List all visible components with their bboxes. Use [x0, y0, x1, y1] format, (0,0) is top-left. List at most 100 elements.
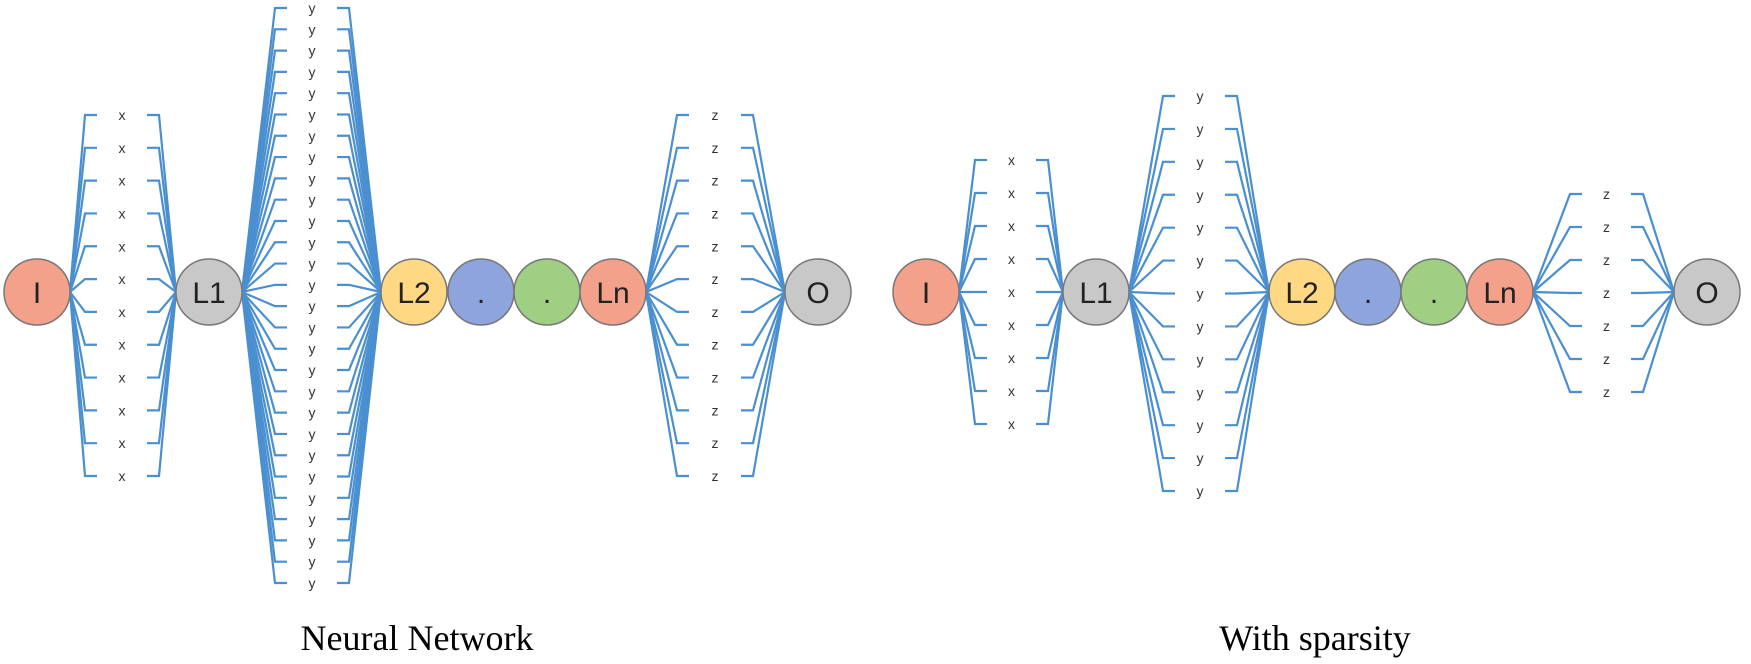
edge-1-0-in-1 [957, 191, 987, 293]
edge-1-2-in-3 [1532, 290, 1582, 295]
edge-0-2-out-8 [741, 291, 787, 379]
unit-label-x: x [1008, 218, 1015, 234]
edge-0-0-in-5 [69, 277, 97, 293]
edge-1-1-in-0 [1127, 94, 1175, 293]
unit-label-y: y [309, 469, 316, 485]
edge-1-0-in-5 [958, 291, 987, 327]
edge-1-1-out-8 [1225, 291, 1270, 361]
node-label-l1: L1 [192, 277, 225, 310]
edge-1-0-out-0 [1036, 158, 1065, 293]
unit-label-z: z [712, 205, 719, 221]
unit-label-z: z [712, 304, 719, 320]
unit-label-y: y [1197, 187, 1204, 203]
unit-label-y: y [309, 447, 316, 463]
unit-label-x: x [119, 238, 126, 254]
edge-1-0-in-6 [957, 291, 987, 360]
edge-0-0-in-11 [68, 291, 97, 478]
edge-1-0-out-1 [1036, 191, 1065, 293]
unit-label-x: x [1008, 383, 1015, 399]
edge-1-1-out-3 [1225, 193, 1271, 293]
unit-label-y: y [309, 298, 316, 314]
edge-1-1-in-12 [1127, 291, 1175, 493]
node-circle-ln [1466, 258, 1534, 326]
unit-label-z: z [1603, 318, 1610, 334]
edge-0-0-out-8 [147, 291, 178, 379]
node-label-dot: . [477, 277, 485, 310]
unit-label-x: x [1008, 251, 1015, 267]
edge-1-2-out-5 [1631, 291, 1675, 361]
edge-1-1-in-4 [1128, 226, 1175, 293]
unit-label-y: y [1197, 253, 1204, 269]
unit-label-y: y [1197, 384, 1204, 400]
edge-1-1-out-7 [1225, 291, 1270, 328]
edge-0-2-out-0 [741, 113, 787, 293]
edge-0-2-out-9 [741, 291, 787, 412]
node-label-dot: . [1364, 277, 1372, 310]
unit-label-y: y [1197, 286, 1204, 302]
unit-label-y: y [309, 426, 316, 442]
unit-label-z: z [712, 435, 719, 451]
node-label-l2: L2 [397, 277, 430, 310]
edge-1-1-in-2 [1127, 160, 1175, 293]
edge-0-0-out-7 [147, 291, 178, 346]
unit-label-y: y [1197, 154, 1204, 170]
edge-1-1-out-9 [1225, 291, 1271, 394]
unit-label-y: y [309, 341, 316, 357]
unit-label-x: x [119, 435, 126, 451]
unit-label-z: z [712, 107, 719, 123]
edge-0-0-out-3 [147, 212, 178, 293]
node-label-i: I [922, 277, 930, 310]
edge-0-1-out-13 [337, 283, 382, 294]
unit-label-z: z [712, 468, 719, 484]
edge-0-0-out-0 [147, 113, 178, 293]
node-label-l1: L1 [1079, 277, 1112, 310]
edge-1-0-in-7 [957, 291, 987, 393]
edge-0-1-out-9 [337, 198, 383, 293]
edge-0-2-in-7 [645, 291, 689, 346]
unit-label-z: z [712, 271, 719, 287]
edge-0-1-in-22 [240, 291, 287, 478]
unit-label-x: x [119, 205, 126, 221]
edge-0-1-in-15 [241, 291, 287, 329]
edge-1-0-in-0 [957, 158, 987, 293]
edge-0-2-in-10 [644, 291, 689, 445]
unit-label-x: x [119, 140, 126, 156]
unit-label-y: y [309, 362, 316, 378]
edge-1-0-in-2 [957, 224, 987, 293]
edge-0-2-out-6 [741, 291, 786, 314]
node-label-o: O [1695, 277, 1718, 310]
edge-0-0-in-6 [69, 291, 97, 314]
unit-label-z: z [1603, 219, 1610, 235]
edge-0-1-in-3 [240, 70, 287, 293]
unit-label-z: z [1603, 186, 1610, 202]
edge-1-2-in-5 [1532, 291, 1582, 361]
edge-0-1-in-19 [240, 291, 287, 414]
unit-label-y: y [309, 575, 316, 591]
unit-label-y: y [309, 106, 316, 122]
edge-0-1-out-27 [337, 291, 383, 585]
edge-0-2-in-6 [645, 291, 689, 314]
unit-label-y: y [309, 383, 316, 399]
edge-0-1-out-4 [337, 92, 383, 293]
edge-1-0-in-3 [958, 257, 987, 293]
edge-0-2-in-1 [644, 146, 689, 293]
edge-0-1-in-8 [240, 177, 287, 293]
edge-0-0-in-3 [68, 212, 97, 293]
edge-0-1-in-10 [241, 219, 287, 293]
unit-label-z: z [712, 140, 719, 156]
unit-label-y: y [1197, 351, 1204, 367]
edge-0-1-in-5 [240, 113, 287, 293]
unit-label-y: y [309, 319, 316, 335]
edge-0-1-in-12 [241, 262, 287, 293]
unit-label-z: z [1603, 285, 1610, 301]
unit-label-y: y [309, 405, 316, 421]
node-label-ln: Ln [1483, 277, 1516, 310]
node-circle-i [3, 258, 71, 326]
edge-0-1-in-17 [240, 291, 287, 372]
edge-0-0-in-2 [68, 179, 97, 293]
unit-label-y: y [309, 490, 316, 506]
edge-1-1-in-7 [1128, 291, 1175, 328]
node-label-i: I [33, 277, 41, 310]
edge-1-1-in-3 [1127, 193, 1175, 293]
edge-1-1-out-1 [1225, 127, 1271, 293]
